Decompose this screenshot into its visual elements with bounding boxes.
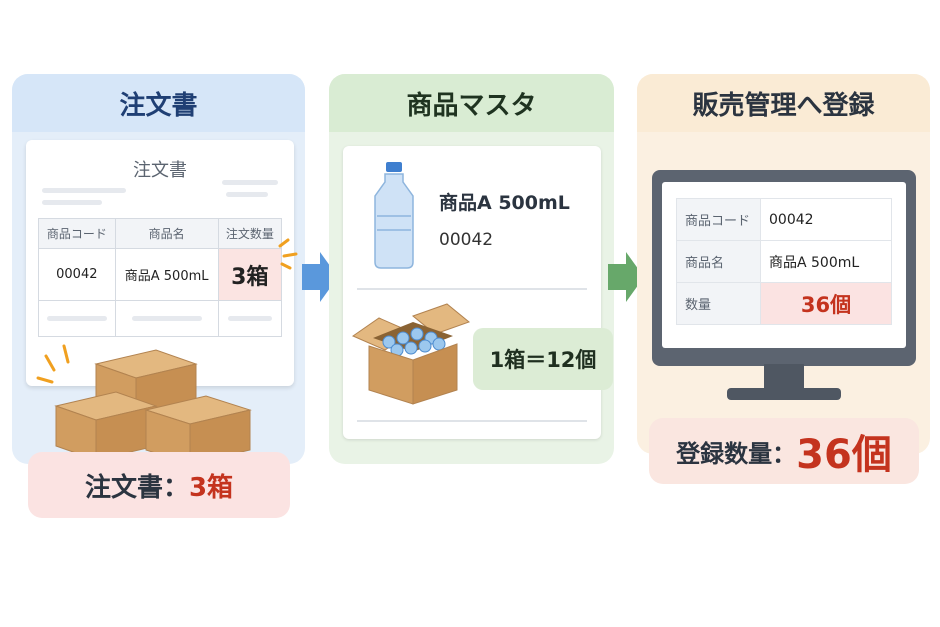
- order-cell-code: 00042: [38, 248, 116, 301]
- order-header-name: 商品名: [114, 218, 219, 249]
- arrow-right-icon: [608, 252, 644, 302]
- order-blank-cell: [114, 300, 219, 337]
- pack-rule-badge: 1箱＝12個: [473, 328, 613, 390]
- register-summary-value: 36個: [796, 432, 892, 478]
- order-blank-cell: [217, 300, 283, 337]
- order-summary: 注文書： 3箱: [28, 452, 290, 518]
- boxes-icon: [36, 344, 252, 465]
- master-product-name: 商品A 500mL: [439, 192, 570, 214]
- register-value-code: 00042: [760, 198, 892, 241]
- register-value-name: 商品A 500mL: [760, 240, 892, 283]
- register-summary-label: 登録数量：: [676, 439, 797, 468]
- divider: [357, 420, 587, 422]
- bottle-icon: [374, 162, 414, 269]
- doc-line: [42, 188, 126, 193]
- register-key-code: 商品コード: [676, 198, 761, 241]
- order-cell-qty: 3箱: [217, 248, 283, 301]
- order-header-qty: 注文数量: [217, 218, 283, 249]
- doc-line: [222, 180, 278, 185]
- register-summary: 登録数量： 36個: [649, 418, 919, 484]
- doc-line: [42, 200, 102, 205]
- register-value-qty: 36個: [760, 282, 892, 325]
- master-panel-title: 商品マスタ: [329, 74, 614, 132]
- monitor-base: [727, 388, 841, 400]
- monitor-screen: 商品コード 00042 商品名 商品A 500mL 数量 36個: [662, 182, 906, 348]
- order-table: 商品コード 商品名 注文数量 00042 商品A 500mL 3箱: [38, 218, 283, 337]
- order-summary-label: 注文書：: [84, 472, 189, 503]
- order-panel-title: 注文書: [12, 74, 305, 132]
- order-blank-cell: [38, 300, 116, 337]
- register-panel-title: 販売管理へ登録: [637, 74, 930, 132]
- register-key-qty: 数量: [676, 282, 761, 325]
- master-product-code: 00042: [439, 230, 494, 250]
- register-table: 商品コード 00042 商品名 商品A 500mL 数量 36個: [676, 198, 892, 325]
- divider: [357, 288, 587, 290]
- register-key-name: 商品名: [676, 240, 761, 283]
- register-panel: 販売管理へ登録 商品コード 00042 商品名 商品A 500mL 数量 36個: [637, 74, 930, 454]
- master-card: 商品A 500mL 00042 1箱＝12個: [343, 146, 613, 439]
- monitor-icon: 商品コード 00042 商品名 商品A 500mL 数量 36個: [652, 170, 916, 366]
- order-cell-name: 商品A 500mL: [114, 248, 219, 301]
- monitor-stand: [764, 364, 804, 390]
- order-summary-value: 3箱: [188, 472, 234, 503]
- order-document: 注文書 商品コード 商品名 注文数量 00042 商品A 500mL 3箱: [26, 140, 294, 386]
- order-panel: 注文書 注文書 商品コード 商品名 注文数量 00042 商品A 500mL 3…: [12, 74, 305, 465]
- open-box-icon: [351, 303, 471, 405]
- master-panel: 商品マスタ 商品A 500mL 00042 1箱＝12個: [329, 74, 614, 464]
- order-header-code: 商品コード: [38, 218, 116, 249]
- order-document-title: 注文書: [133, 160, 187, 181]
- sparkle-icon: [278, 238, 298, 270]
- doc-line: [226, 192, 268, 197]
